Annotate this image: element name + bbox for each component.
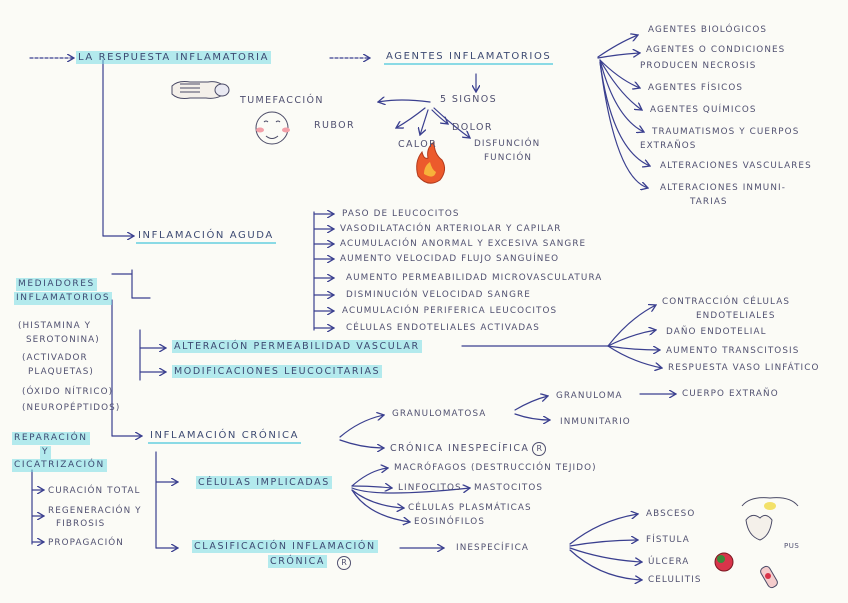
- celulas-item: EOSINÓFILOS: [414, 516, 485, 528]
- agentes-item: AGENTES QUÍMICOS: [650, 104, 757, 116]
- agentes-item: TRAUMATISMOS Y CUERPOS: [652, 126, 799, 138]
- alteracion-item: ENDOTELIALES: [696, 310, 776, 322]
- celulas-item: MASTOCITOS: [474, 482, 543, 494]
- cronica-cuerpo-extrano: CUERPO EXTRAÑO: [682, 388, 779, 400]
- agentes-item: AGENTES O CONDICIONES: [646, 44, 785, 56]
- signo-rubor: RUBOR: [314, 120, 355, 132]
- aguda-title: INFLAMACIÓN AGUDA: [136, 229, 276, 244]
- reparacion-item: PROPAGACIÓN: [48, 537, 124, 549]
- aguda-item: DISMINUCIÓN VELOCIDAD SANGRE: [346, 289, 531, 301]
- cronica-granulomatosa: GRANULOMATOSA: [392, 408, 486, 420]
- mediador-item: (ÓXIDO NÍTRICO): [22, 386, 113, 398]
- reparacion-title-2: Y: [40, 446, 51, 459]
- clasificacion-mark: R: [334, 556, 351, 570]
- agentes-item: AGENTES FÍSICOS: [648, 82, 743, 94]
- celulas-title: CÉLULAS IMPLICADAS: [196, 476, 332, 489]
- mediador-item: (NEUROPÉPTIDOS): [22, 402, 120, 414]
- mediadores-title-2: INFLAMATORIOS: [14, 292, 112, 305]
- agentes-title: AGENTES INFLAMATORIOS: [384, 50, 553, 65]
- clasificacion-inespecifica: INESPECÍFICA: [456, 542, 529, 554]
- arrow-signos-calor2: [420, 110, 428, 135]
- aguda-item: AUMENTO PERMEABILIDAD MICROVASCULATURA: [346, 272, 602, 284]
- alteracion-item: DAÑO ENDOTELIAL: [666, 326, 767, 338]
- clasificacion-title: CLASIFICACIÓN INFLAMACIÓN: [192, 540, 378, 553]
- main-title: LA RESPUESTA INFLAMATORIA: [76, 51, 271, 64]
- clasificacion-item: CELULITIS: [648, 574, 702, 586]
- arrow-granulo-granuloma: [515, 396, 548, 410]
- alteracion-title: ALTERACIÓN PERMEABILIDAD VASCULAR: [172, 340, 422, 353]
- pus-label: PUS: [784, 540, 799, 552]
- cronica-inmunitario: INMUNITARIO: [560, 416, 631, 428]
- ulcer-icon: [715, 553, 733, 571]
- agentes-item: PRODUCEN NECROSIS: [640, 60, 756, 72]
- reparacion-title: REPARACIÓN: [12, 432, 90, 445]
- agentes-item: EXTRAÑOS: [640, 140, 696, 152]
- signo-dolor: DOLOR: [452, 122, 493, 134]
- arrow-signos-tumefaccion: [378, 100, 430, 102]
- alteracion-item: RESPUESTA VASO LINFÁTICO: [668, 362, 820, 374]
- signo-tumefaccion: TUMEFACCIÓN: [240, 95, 324, 107]
- circle-mark: R: [337, 556, 351, 570]
- mediador-item: PLAQUETAS): [28, 366, 94, 378]
- cronica-granuloma: GRANULOMA: [556, 390, 623, 402]
- alteracion-item: CONTRACCIÓN CÉLULAS: [662, 296, 790, 308]
- agentes-item: ALTERACIONES VASCULARES: [660, 160, 812, 172]
- aguda-item: ACUMULACIÓN ANORMAL Y EXCESIVA SANGRE: [340, 238, 586, 250]
- agentes-item: TARIAS: [690, 196, 728, 208]
- signo-funcion: FUNCIÓN: [484, 152, 532, 164]
- arrow-agentes-2: [598, 53, 640, 58]
- arrow-cronica-inesp: [340, 440, 384, 448]
- aguda-item: AUMENTO VELOCIDAD FLUJO SANGUÍNEO: [340, 253, 559, 265]
- mediador-item: (ACTIVADOR: [22, 352, 88, 364]
- mediador-item: SEROTONINA): [26, 334, 100, 346]
- reparacion-title-3: CICATRIZACIÓN: [12, 459, 107, 472]
- arrow-granulo-inmunitario: [515, 414, 550, 420]
- celulas-item: MACRÓFAGOS (DESTRUCCIÓN TEJIDO): [394, 462, 597, 474]
- celulas-item: LINFOCITOS: [398, 482, 462, 494]
- modificaciones-title: MODIFICACIONES LEUCOCITARIAS: [172, 365, 382, 378]
- aguda-item: ACUMULACIÓN PERIFERICA LEUCOCITOS: [342, 305, 557, 317]
- arrow-signos-dolor: [432, 110, 448, 124]
- aguda-item: VASODILATACIÓN ARTERIOLAR Y CAPILAR: [340, 223, 561, 235]
- signos-title: 5 SIGNOS: [440, 94, 497, 106]
- clasificacion-item: FÍSTULA: [646, 534, 690, 546]
- hand-icon: [172, 82, 229, 99]
- arrow-cronica-granulo: [340, 415, 384, 437]
- agentes-item: AGENTES BIOLÓGICOS: [648, 24, 767, 36]
- aguda-item: PASO DE LEUCOCITOS: [342, 208, 460, 220]
- aguda-item: CÉLULAS ENDOTELIALES ACTIVADAS: [346, 322, 540, 334]
- celulas-item: CÉLULAS PLASMÁTICAS: [408, 502, 532, 514]
- reparacion-item: CURACIÓN TOTAL: [48, 485, 141, 497]
- reparacion-item: FIBROSIS: [56, 518, 105, 530]
- mediadores-title: MEDIADORES: [16, 278, 97, 291]
- clasificacion-item: ÚLCERA: [648, 556, 689, 568]
- arrow-signos-calor: [396, 108, 425, 128]
- circle-mark: R: [532, 442, 546, 456]
- cellulitis-icon: [759, 565, 779, 589]
- cronica-title: INFLAMACIÓN CRÓNICA: [148, 429, 301, 444]
- arrow-agentes-3: [600, 60, 640, 88]
- face-icon: [256, 112, 290, 144]
- clasificacion-item: ABSCESO: [646, 508, 695, 520]
- signo-calor: CALOR: [398, 139, 437, 151]
- arrow-agentes-7: [600, 62, 648, 188]
- alteracion-item: AUMENTO TRANSCITOSIS: [666, 345, 799, 357]
- mediador-item: (HISTAMINA Y: [18, 320, 91, 332]
- abscess-icon: [742, 498, 798, 540]
- reparacion-item: REGENERACIÓN Y: [48, 505, 142, 517]
- clasificacion-title-2: CRÓNICA: [268, 555, 327, 568]
- signo-disfuncion: DISFUNCIÓN: [474, 138, 540, 150]
- agentes-item: ALTERACIONES INMUNI-: [660, 182, 786, 194]
